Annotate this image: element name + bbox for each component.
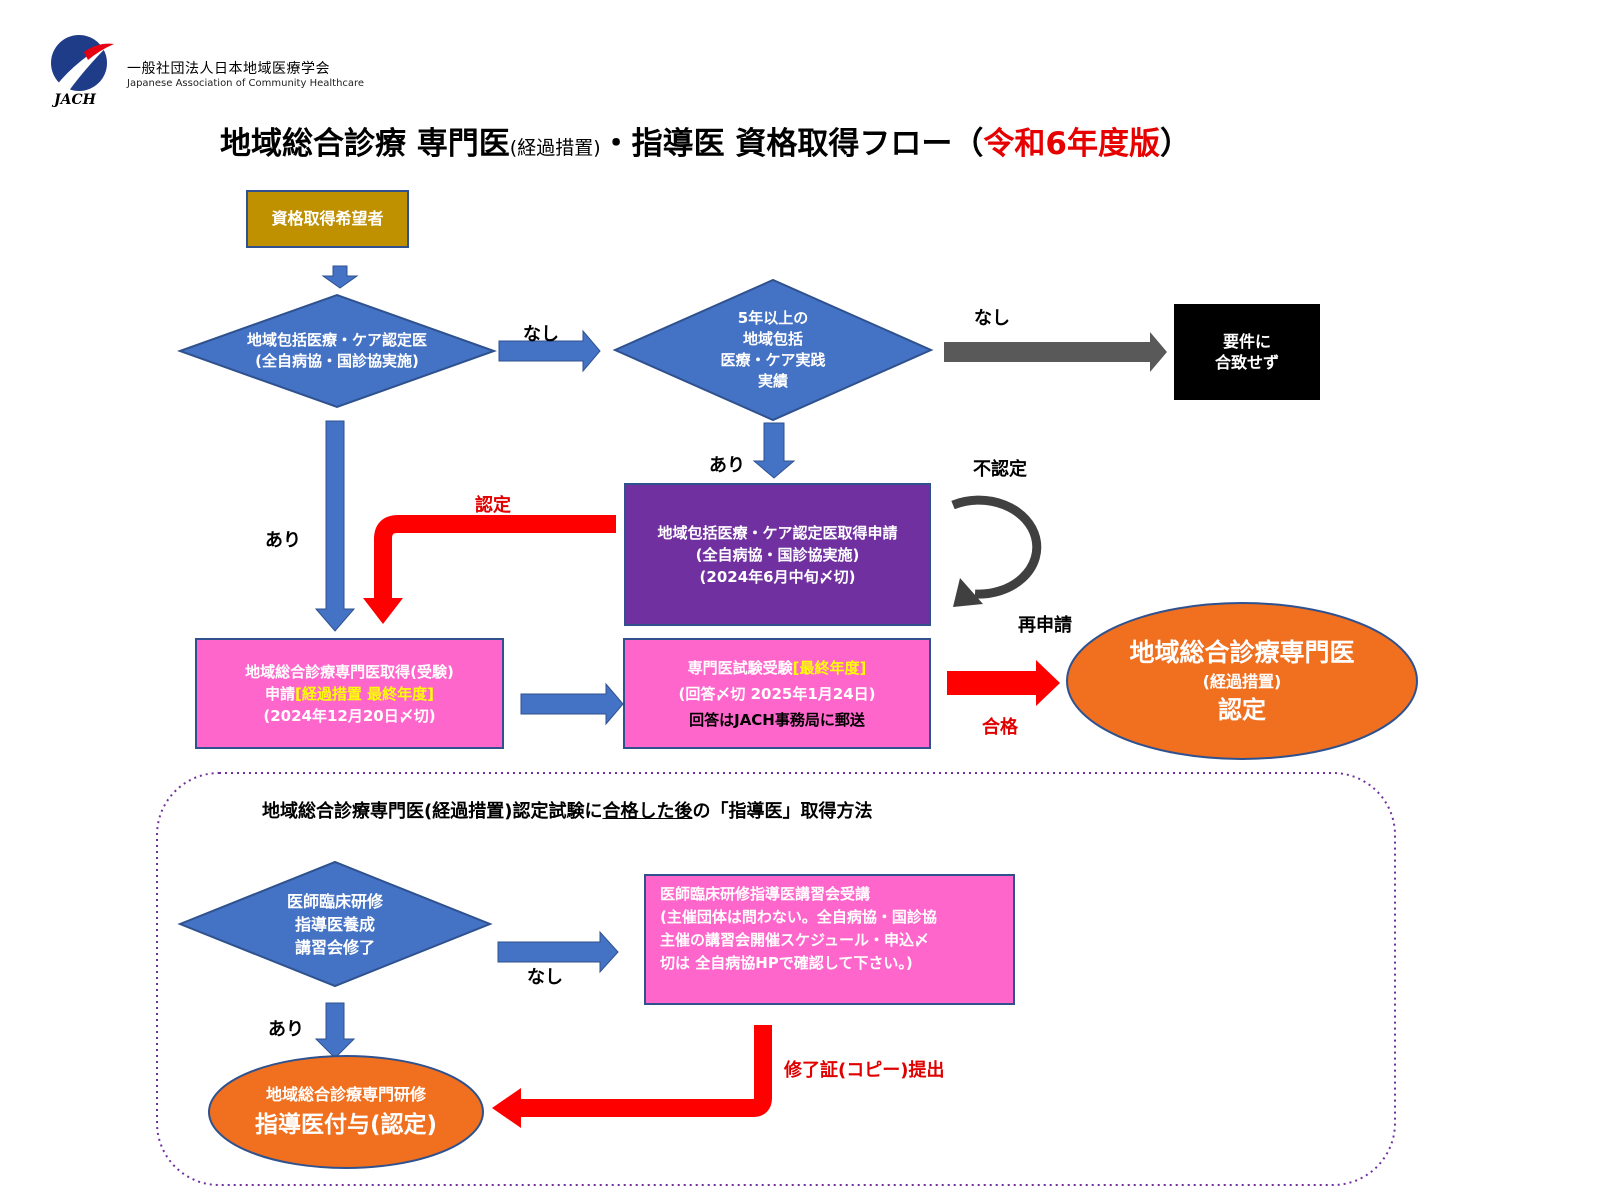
d1-line2: (全自病協・国診協実施) <box>255 352 419 370</box>
label-not-certified: 不認定 <box>973 459 1027 480</box>
title-part2: (経過措置) <box>509 137 601 159</box>
arrow-submit-cert-head <box>492 1088 521 1128</box>
result-line1: 地域総合診療専門医 <box>1129 638 1355 667</box>
label-none-2: なし <box>974 308 1010 329</box>
course-box <box>644 874 1015 1005</box>
section-title-part1: 地域総合診療専門医(経過措置)認定試験に <box>262 801 603 822</box>
course-line1: 医師臨床研修指導医講習会受講 <box>660 885 871 903</box>
spec-apply-line1: 地域総合診療専門医取得(受験) <box>245 662 454 681</box>
spec-apply-text: 地域総合診療専門医取得(受験) 申請[経過措置 最終年度] (2024年12月2… <box>196 639 503 748</box>
decision-certified-doctor <box>177 293 497 409</box>
label-reapply: 再申請 <box>1018 615 1072 636</box>
course-line4: 切は 全自病協HPで確認して下さい。) <box>660 954 913 972</box>
not-qualified-line2: 合致せず <box>1214 353 1279 372</box>
result-ellipse <box>1066 602 1418 760</box>
arrow-down-d1-yes <box>314 420 356 632</box>
arrow-pass <box>947 660 1060 706</box>
arrow-down-applicant <box>321 265 359 289</box>
arrow-down-d2-yes <box>752 422 796 479</box>
label-submit-cert: 修了証(コピー)提出 <box>784 1060 945 1081</box>
not-qualified-text: 要件に 合致せず <box>1174 304 1320 400</box>
d3-line2: 指導医養成 <box>294 914 375 934</box>
jach-logo-mark <box>51 35 118 92</box>
exam-line2: (回答〆切 2025年1月24日) <box>678 684 876 703</box>
d3-line1: 医師臨床研修 <box>286 891 383 911</box>
d2-line4: 実績 <box>757 372 788 390</box>
label-none-1: なし <box>523 324 559 345</box>
applicant-label: 資格取得希望者 <box>247 191 408 247</box>
result-line3: 認定 <box>1218 696 1266 724</box>
course-text: 医師臨床研修指導医講習会受講 (主催団体は問わない。全自病協・国診協 主催の講習… <box>660 883 1010 975</box>
decision-certified-doctor-text: 地域包括医療・ケア認定医 (全自病協・国診協実施) <box>200 320 474 382</box>
spec-apply-line3: (2024年12月20日〆切) <box>263 706 436 725</box>
org-name-ja: 一般社団法人日本地域医療学会 <box>127 61 330 77</box>
spec-apply-line2a: 申請 <box>265 684 296 703</box>
section-title-part2: 合格した後 <box>602 801 693 822</box>
exam-box <box>623 638 931 749</box>
label-yes-2: あり <box>265 530 301 551</box>
arrow-certified-head <box>363 598 403 624</box>
cert-apply-line1: 地域包括医療・ケア認定医取得申請 <box>657 523 898 542</box>
course-line3: 主催の講習会開催スケジュール・申込〆 <box>660 931 929 949</box>
title-edition: 令和6年度版 <box>983 126 1160 162</box>
final-line2: 指導医付与(認定) <box>254 1112 438 1138</box>
spec-apply-line2b: [経過措置 最終年度] <box>295 684 434 703</box>
final-line1: 地域総合診療専門研修 <box>265 1085 426 1104</box>
title-part3: ・指導医 資格取得フロー（ <box>600 126 984 162</box>
d2-line3: 医療・ケア実践 <box>720 351 826 369</box>
exam-line3: 回答はJACH事務局に郵送 <box>689 710 865 729</box>
cert-apply-line3: (2024年6月中旬〆切) <box>699 567 856 586</box>
org-name-en: Japanese Association of Community Health… <box>127 78 365 89</box>
section-title-part3: の「指導医」取得方法 <box>692 801 873 822</box>
title-part5: ） <box>1160 126 1191 162</box>
arrow-down-d3-yes <box>314 1002 356 1059</box>
final-text: 地域総合診療専門研修 指導医付与(認定) <box>209 1062 483 1162</box>
result-text: 地域総合診療専門医 (経過措置) 認定 <box>1067 618 1417 744</box>
result-line2: (経過措置) <box>1202 672 1282 691</box>
decision-practice-years <box>612 278 934 422</box>
applicant-text: 資格取得希望者 <box>271 209 384 228</box>
decision-practice-years-text: 5年以上の 地域包括 医療・ケア実践 実績 <box>673 300 873 400</box>
arrow-right-to-exam <box>520 682 624 726</box>
arrow-certified <box>374 515 616 600</box>
org-abbr: JACH <box>54 92 96 108</box>
exam-line1b: [最終年度] <box>792 658 867 677</box>
not-qualified-line1: 要件に <box>1222 332 1271 351</box>
not-qualified-box <box>1174 304 1320 400</box>
title-part1: 地域総合診療 専門医 <box>220 126 510 162</box>
cert-apply-box <box>624 483 931 626</box>
arrow-submit-cert <box>518 1025 772 1117</box>
final-ellipse <box>208 1055 484 1169</box>
decision-training-course <box>177 860 493 988</box>
exam-text: 専門医試験受験[最終年度] (回答〆切 2025年1月24日) 回答はJACH事… <box>624 639 930 748</box>
spec-apply-line2: 申請[経過措置 最終年度] <box>265 683 434 705</box>
arrow-reapply-loop <box>951 495 1042 599</box>
arrow-right-d3-none <box>497 930 619 974</box>
cert-apply-text: 地域包括医療・ケア認定医取得申請 (全自病協・国診協実施) (2024年6月中旬… <box>625 484 930 625</box>
guide-section-title: 地域総合診療専門医(経過措置)認定試験に合格した後の「指導医」取得方法 <box>262 797 872 823</box>
d2-line1: 5年以上の <box>737 309 809 327</box>
d2-line2: 地域包括 <box>742 330 803 348</box>
page-title: 地域総合診療 専門医(経過措置)・指導医 資格取得フロー（令和6年度版） <box>220 118 1191 163</box>
d1-line1: 地域包括医療・ケア認定医 <box>246 331 427 349</box>
decision-training-course-text: 医師臨床研修 指導医養成 講習会修了 <box>230 882 440 966</box>
arrow-right-d2-none <box>944 332 1167 372</box>
cert-apply-line2: (全自病協・国診協実施) <box>695 545 860 564</box>
applicant-box <box>246 190 409 248</box>
course-line2: (主催団体は問わない。全自病協・国診協 <box>660 908 937 926</box>
label-yes-3: あり <box>268 1019 304 1040</box>
label-yes-1: あり <box>709 455 745 476</box>
label-certified: 認定 <box>475 495 511 516</box>
exam-line1a: 専門医試験受験 <box>687 658 793 677</box>
exam-line1: 専門医試験受験[最終年度] <box>688 657 867 679</box>
spec-apply-box <box>195 638 504 749</box>
arrow-right-d1-none <box>498 329 601 373</box>
label-pass: 合格 <box>982 717 1018 738</box>
label-none-3: なし <box>527 967 563 988</box>
d3-line3: 講習会修了 <box>294 937 375 957</box>
arrow-reapply-head <box>953 578 983 607</box>
